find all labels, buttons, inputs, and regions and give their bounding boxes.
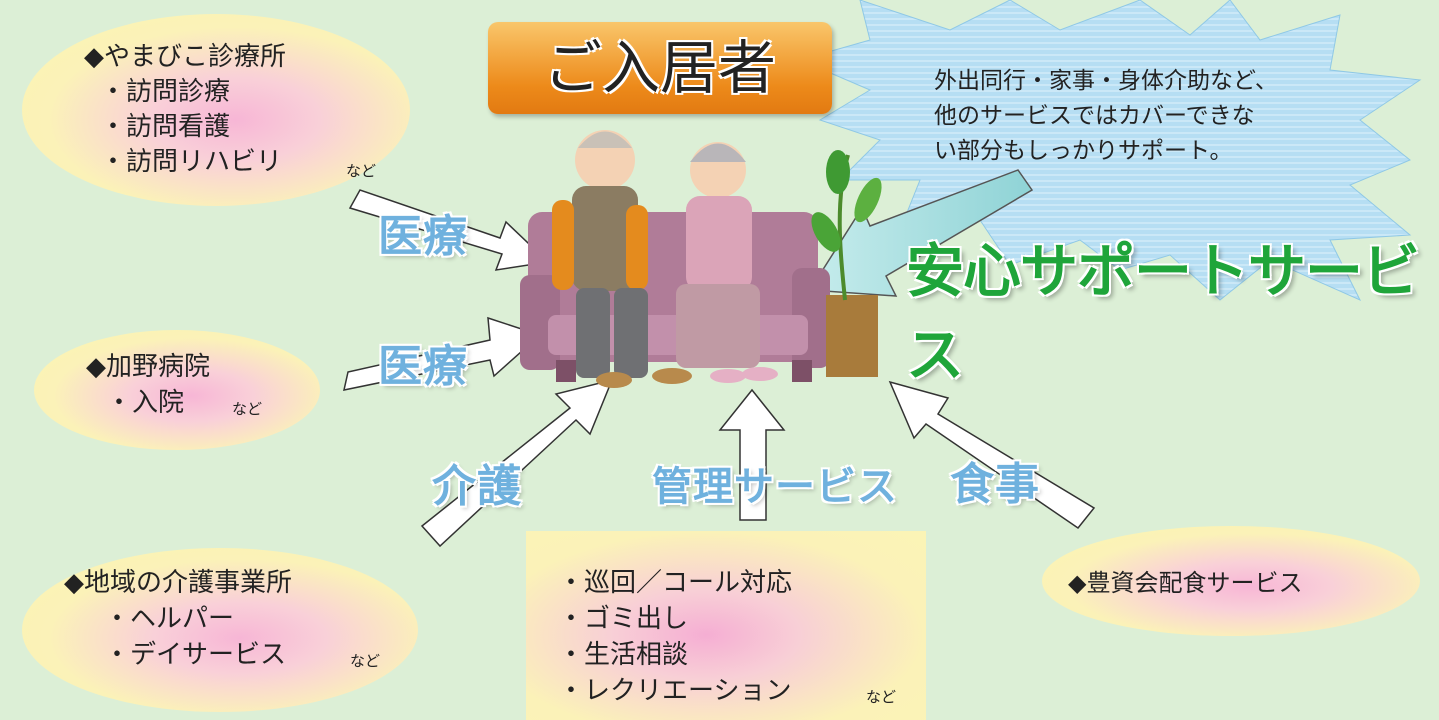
kano-item: ・入院 — [106, 388, 185, 418]
support-description: 外出同行・家事・身体介助など、 他のサービスではカバーできな い部分もしっかりサ… — [934, 64, 1278, 169]
support-description-line: 外出同行・家事・身体介助など、 — [934, 68, 1278, 94]
support-title: 安心サポートサービス — [906, 237, 1420, 389]
management-item: ・レクリエーション — [558, 676, 792, 706]
plant-illustration — [811, 150, 882, 377]
label-medical-top: 医療 — [377, 210, 468, 263]
elderly-woman-illustration — [676, 142, 778, 383]
provider-yamabiko-bubble — [22, 14, 410, 206]
label-medical-mid: 医療 — [377, 340, 468, 393]
yamabiko-item: ・訪問看護 — [100, 112, 231, 142]
management-etc: など — [866, 688, 897, 706]
arrow-care — [420, 378, 614, 548]
arrow-management — [718, 388, 786, 521]
elderly-man-illustration — [552, 130, 692, 388]
support-burst — [798, 0, 1422, 302]
resident-title-box: ご入居者 — [488, 22, 832, 114]
arrow-meal — [888, 380, 1096, 530]
yamabiko-item: ・訪問リハビリ — [100, 147, 283, 177]
management-item: ・生活相談 — [558, 640, 689, 670]
support-description-line: 他のサービスではカバーできな — [934, 103, 1255, 129]
care-item: ・デイサービス — [104, 640, 287, 670]
resident-title: ご入居者 — [543, 34, 776, 102]
care-heading: ◆地域の介護事業所 — [64, 568, 292, 598]
management-item: ・巡回／コール対応 — [558, 568, 793, 598]
label-meal: 食事 — [949, 458, 1040, 511]
yamabiko-item: ・訪問診療 — [100, 77, 231, 107]
provider-care-bubble — [22, 548, 418, 712]
kano-heading: ◆加野病院 — [86, 352, 210, 382]
label-management: 管理サービス — [651, 463, 898, 511]
care-item: ・ヘルパー — [104, 604, 235, 634]
support-description-line: い部分もしっかりサポート。 — [934, 138, 1233, 164]
arrow-medical-mid — [343, 316, 542, 391]
provider-meal-bubble — [1042, 526, 1420, 636]
meal-heading: ◆豊資会配食サービス — [1068, 569, 1303, 597]
arrow-medical-top — [348, 189, 550, 271]
provider-kano-bubble — [34, 330, 320, 450]
kano-etc: など — [232, 400, 263, 418]
label-care: 介護 — [431, 460, 522, 513]
yamabiko-etc: など — [346, 162, 377, 180]
yamabiko-heading: ◆やまびこ診療所 — [84, 42, 286, 72]
management-services-box — [526, 531, 926, 720]
management-item: ・ゴミ出し — [558, 604, 689, 634]
care-etc: など — [350, 652, 381, 670]
